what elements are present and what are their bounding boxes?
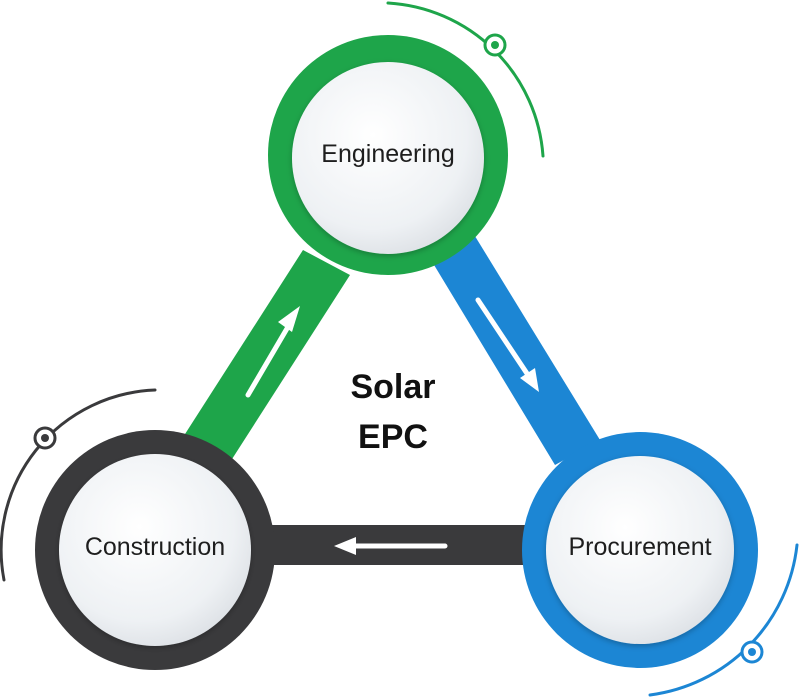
arrow-construction-to-engineering [245,306,300,398]
arrow-engineering-to-procurement [475,297,539,392]
node-construction-disc [59,454,251,646]
node-procurement-disc [546,456,734,644]
orbit-arc-procurement [648,543,799,697]
center-title: Solar EPC [350,368,435,456]
node-engineering: Engineering [268,35,508,275]
node-construction-label: Construction [85,533,225,561]
orbit-arc-construction [0,388,157,582]
node-procurement-label: Procurement [568,533,711,561]
node-engineering-disc [292,62,484,254]
connector-construction-engineering [178,250,350,470]
orbit-arc-engineering [386,1,545,158]
node-engineering-label: Engineering [321,140,454,168]
center-title-line-1: Solar [350,368,435,406]
node-procurement: Procurement [522,432,758,668]
connector-engineering-procurement [425,228,600,465]
node-construction: Construction [35,430,275,670]
arrow-procurement-to-construction [334,537,448,555]
center-title-line-2: EPC [358,418,428,456]
